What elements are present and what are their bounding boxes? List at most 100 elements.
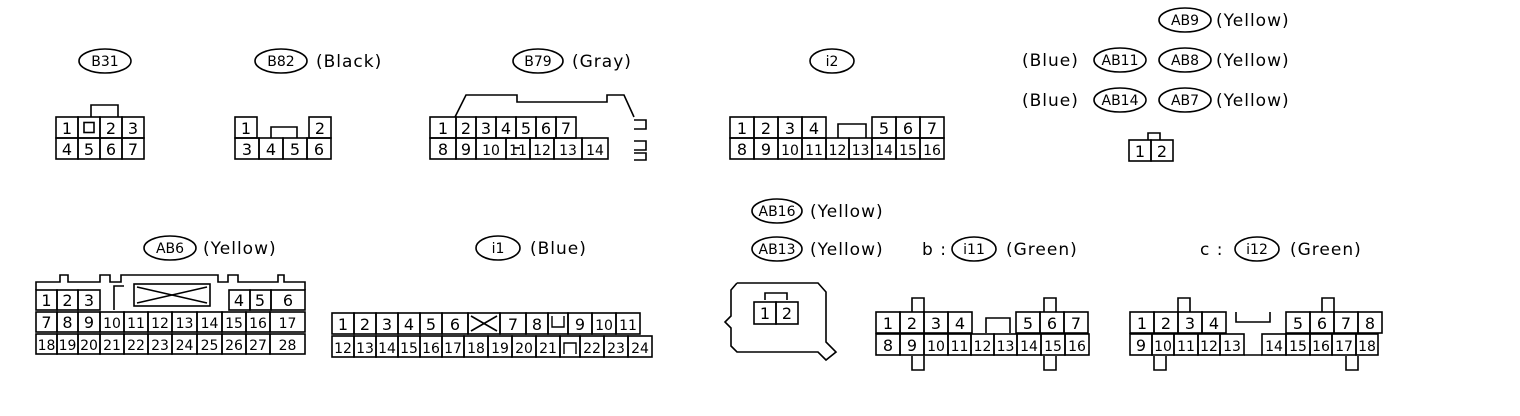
pin-number: 22 — [583, 341, 601, 357]
pin-number: 3 — [481, 119, 491, 138]
connector-id-oval — [751, 236, 803, 262]
connector-color-label: (Yellow) — [1216, 91, 1290, 111]
pin-number: 9 — [84, 313, 94, 332]
key-notch — [551, 316, 565, 328]
pin-number: 18 — [467, 341, 485, 357]
connector-id-oval — [1158, 7, 1212, 33]
pin-number: 14 — [201, 316, 219, 332]
pin-number: 10 — [927, 339, 945, 355]
pin-number: 8 — [883, 336, 893, 355]
cavity-cross-line — [470, 315, 498, 332]
pin-number: 13 — [997, 339, 1015, 355]
pin-number: 8 — [737, 140, 747, 159]
pin-number: 11 — [1177, 339, 1195, 355]
connector-id-oval — [1093, 47, 1147, 73]
pin-number: 1 — [883, 314, 893, 333]
side-latch — [911, 297, 925, 312]
connector-id-text: i11 — [963, 242, 985, 258]
pin-number: 7 — [927, 119, 937, 138]
pin-number: 4 — [62, 140, 72, 159]
connector-color-label: (Yellow) — [1216, 51, 1290, 71]
pin-number: 13 — [176, 316, 194, 332]
pin-cell — [77, 116, 101, 139]
pin-number: 8 — [532, 315, 542, 334]
pin-number: 10 — [781, 143, 799, 159]
pin-number: 4 — [809, 119, 819, 138]
side-latch — [1321, 297, 1335, 312]
connector-id-text: AB13 — [759, 242, 796, 258]
pin-number: 3 — [785, 119, 795, 138]
pin-number: 19 — [491, 341, 509, 357]
pin-number: 4 — [404, 315, 414, 334]
pin-number: 18 — [38, 338, 56, 354]
connector-id-text: B82 — [267, 54, 294, 70]
pin-number: 11 — [951, 339, 969, 355]
pin-cell — [269, 311, 306, 333]
connector-prefix-label: b : — [922, 240, 947, 260]
pin-number: 5 — [84, 140, 94, 159]
pin-number: 6 — [1047, 314, 1057, 333]
pin-number: 1 — [338, 315, 348, 334]
locking-tab — [1147, 132, 1161, 140]
pin-number: 3 — [128, 119, 138, 138]
pin-number: 21 — [103, 338, 121, 354]
pin-number: 19 — [59, 338, 77, 354]
pin-number: 14 — [875, 143, 893, 159]
key-cavity — [559, 335, 581, 358]
pin-cell — [947, 311, 973, 334]
pin-number: 6 — [541, 119, 551, 138]
pin-number: 6 — [106, 140, 116, 159]
pin-number: 12 — [974, 339, 992, 355]
connector-housing — [723, 282, 838, 362]
side-latch — [911, 356, 925, 371]
pin-cell — [1150, 139, 1174, 162]
pin-number: 11 — [127, 316, 145, 332]
pin-number: 3 — [242, 140, 252, 159]
connector-id-oval — [951, 236, 997, 262]
blank-cavity — [133, 283, 211, 307]
connector-id-oval — [1234, 236, 1280, 262]
connector-id-text: B79 — [524, 54, 551, 70]
pin-number: 2 — [106, 119, 116, 138]
pin-number: 4 — [234, 291, 244, 310]
connector-color-label: (Yellow) — [810, 240, 884, 260]
locking-tab — [985, 317, 1011, 333]
pin-number: 26 — [225, 338, 243, 354]
pin-number: 15 — [1289, 339, 1307, 355]
pin-number: 5 — [255, 291, 265, 310]
connector-id-text: AB8 — [1171, 53, 1199, 69]
pin-number: 6 — [903, 119, 913, 138]
connector-id-oval — [1158, 47, 1212, 73]
pin-number: 2 — [782, 304, 792, 323]
pin-number: 3 — [931, 314, 941, 333]
pin-number: 23 — [151, 338, 169, 354]
square-cavity — [83, 121, 95, 134]
side-latch — [634, 140, 647, 151]
pin-number: 10 — [103, 316, 121, 332]
pin-number: 4 — [955, 314, 965, 333]
pin-number: 13 — [852, 143, 870, 159]
connector-color-label: (Green) — [1006, 240, 1078, 260]
locking-tab — [1235, 312, 1271, 323]
pin-number: 3 — [1185, 314, 1195, 333]
pin-number: 12 — [1200, 339, 1218, 355]
locking-tab — [837, 123, 867, 138]
key-cavity — [547, 312, 569, 335]
pin-number: 14 — [586, 143, 604, 159]
pin-cell — [1219, 333, 1245, 356]
connector-color-label: (Yellow) — [1216, 11, 1290, 31]
connector-id-text: AB9 — [1171, 13, 1199, 29]
connector-id-text: i12 — [1246, 242, 1268, 258]
connector-color-label: (Blue) — [530, 239, 587, 259]
pin-number: 13 — [356, 341, 374, 357]
pin-number: 4 — [266, 140, 276, 159]
pin-number: 20 — [515, 341, 533, 357]
pin-number: 8 — [1365, 314, 1375, 333]
pin-number: 24 — [631, 341, 649, 357]
pin-cell — [1063, 311, 1089, 334]
pin-number: 13 — [1223, 339, 1241, 355]
